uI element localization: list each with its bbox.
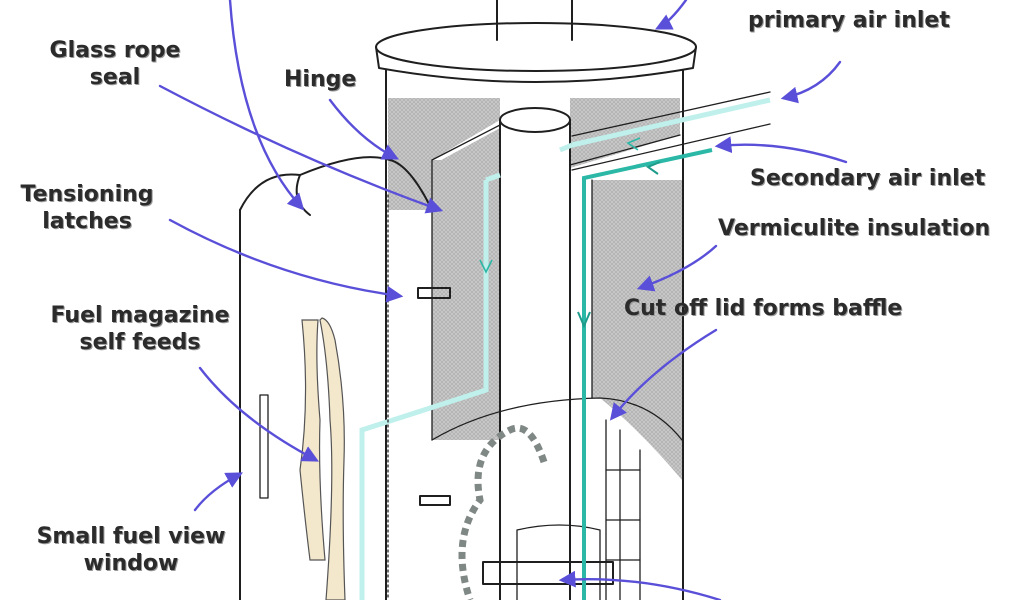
fuel-magazine xyxy=(239,156,433,600)
flue-pipe xyxy=(496,0,573,41)
fuel-view-window-line-2: window xyxy=(83,551,179,576)
glass-rope-seal-line-1: Glass rope xyxy=(49,38,181,63)
air-inlet-pipe xyxy=(571,91,771,171)
label-vermiculite-insulation: Vermiculite insulation xyxy=(718,216,991,241)
tensioning-latches-line-1: Tensioning xyxy=(20,182,154,207)
glass-rope-seal-line-2: seal xyxy=(89,65,141,90)
label-secondary-air-inlet: Secondary air inlet xyxy=(750,166,986,191)
label-cut-off-lid-baffle: Cut off lid forms baffle xyxy=(624,296,903,321)
label-tensioning-latches: Tensioning latches xyxy=(2,181,172,235)
label-fuel-magazine: Fuel magazine self feeds xyxy=(40,302,240,356)
tensioning-latches xyxy=(417,287,451,506)
fuel-view-window-line-1: Small fuel view xyxy=(36,524,226,549)
primary-air-path xyxy=(359,97,771,600)
central-flue xyxy=(499,107,571,600)
tensioning-latches-line-2: latches xyxy=(42,209,132,234)
fuel-magazine-line-2: self feeds xyxy=(79,330,201,355)
label-hinge: Hinge xyxy=(284,67,357,92)
label-glass-rope-seal: Glass rope seal xyxy=(40,37,190,91)
top-lid xyxy=(375,22,697,83)
flame-path xyxy=(458,424,548,600)
secondary-air-path xyxy=(577,148,713,600)
fuel-magazine-line-1: Fuel magazine xyxy=(50,303,230,328)
fuel-sticks xyxy=(299,317,346,600)
label-fuel-view-window: Small fuel view window xyxy=(25,523,237,577)
label-primary-air-inlet: primary air inlet xyxy=(748,8,950,33)
pointer-arrows xyxy=(158,0,848,600)
